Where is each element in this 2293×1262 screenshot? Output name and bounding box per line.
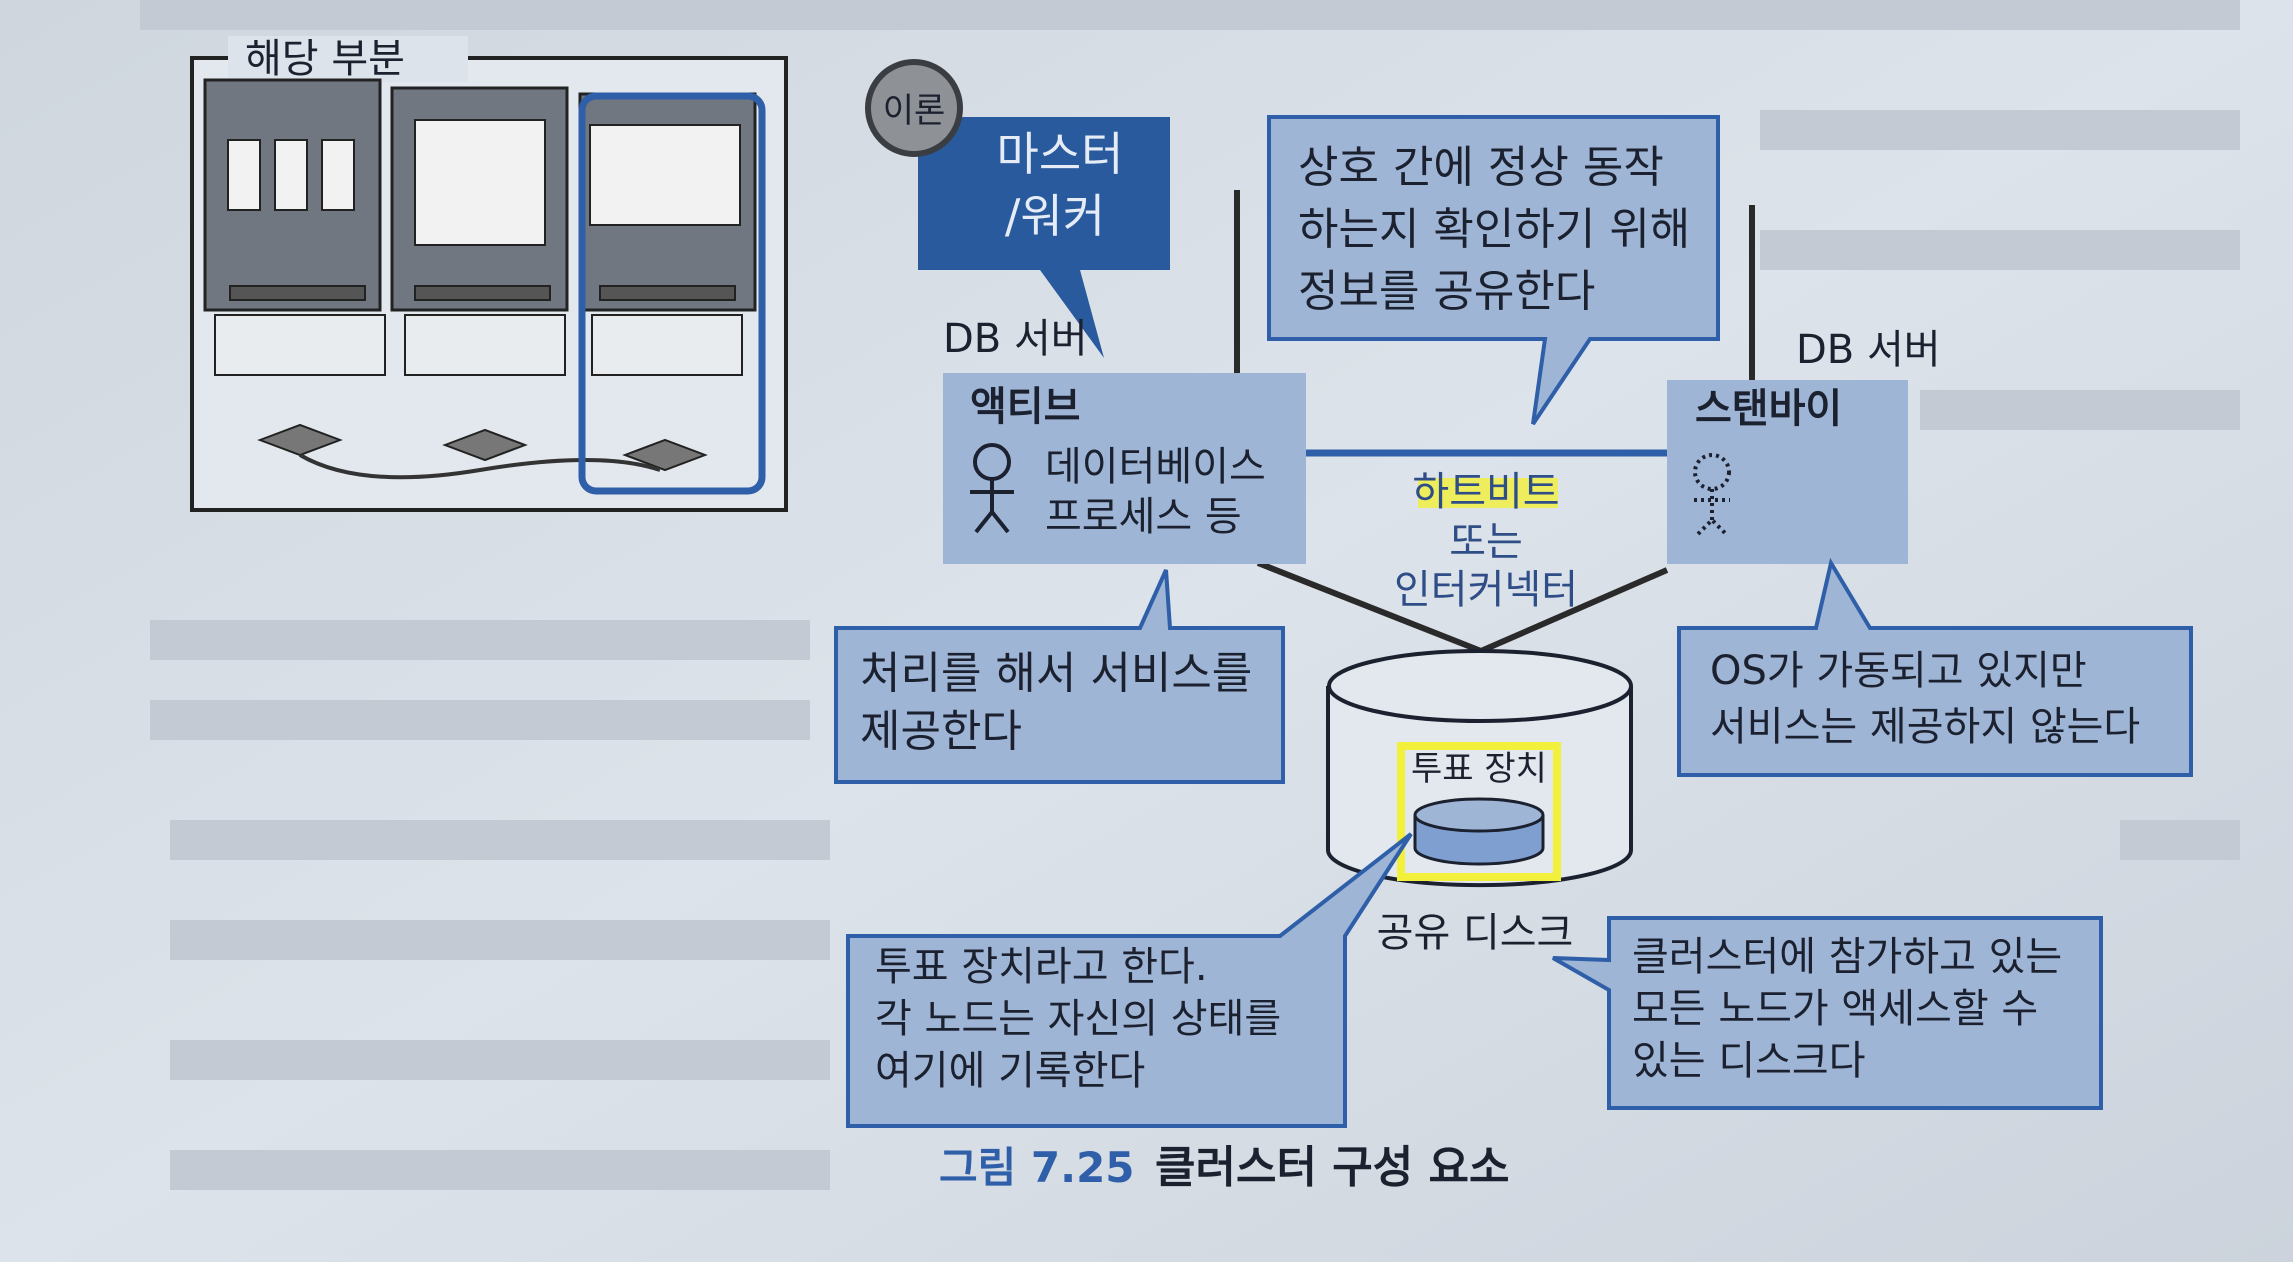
disk-callout-line: 클러스터에 참가하고 있는 [1632, 934, 2062, 980]
person-icon [970, 443, 1014, 534]
figure-title: 클러스터 구성 요소 [1155, 1142, 1509, 1193]
standby-server-label: DB 서버 [1796, 327, 1941, 373]
background-text [140, 0, 2240, 1190]
thumbnail-overview: 해당 부분 [190, 36, 788, 512]
highlight-frame [578, 92, 766, 495]
active-node-line: 프로세스 등 [1045, 494, 1242, 540]
active-callout-line: 제공한다 [860, 706, 1022, 757]
quorum-highlight [1397, 742, 1561, 881]
figure-number: 그림 7.25 [939, 1143, 1135, 1192]
theory-badge [865, 59, 963, 157]
active-callout [834, 569, 1285, 784]
heartbeat-callout-line: 상호 간에 정상 동작 [1298, 142, 1664, 193]
shared-disk-callout [1552, 916, 2103, 1110]
heartbeat-label: 인터커넥터 [1394, 567, 1578, 613]
quorum-label: 투표 장치 [1411, 749, 1547, 789]
heartbeat-label: 또는 [1449, 519, 1523, 565]
shared-disk-label: 공유 디스크 [1377, 910, 1574, 956]
standby-node-box [1667, 380, 1908, 564]
active-node-line: 데이터베이스 [1045, 444, 1266, 490]
master-callout-line: /워커 [1005, 189, 1105, 243]
theory-badge-label: 이론 [883, 91, 946, 131]
active-callout-line: 처리를 해서 서비스를 [860, 648, 1252, 699]
standby-node-title: 스탠바이 [1695, 386, 1842, 432]
heartbeat-callout-line: 하는지 확인하기 위해 [1298, 204, 1690, 255]
master-worker-callout [918, 117, 1170, 358]
active-node-title: 액티브 [970, 384, 1080, 430]
disk-callout-line: 있는 디스크다 [1632, 1038, 1866, 1084]
thumbnail-label: 해당 부분 [245, 36, 405, 82]
quorum-callout [846, 832, 1413, 1128]
heartbeat-callout-line: 정보를 공유한다 [1298, 266, 1595, 317]
disk-callout-line: 모든 노드가 액세스할 수 [1632, 986, 2038, 1032]
heartbeat-label: 하트비트 [1412, 469, 1559, 515]
standby-callout-line: OS가 가동되고 있지만 [1710, 648, 2087, 694]
standby-callout-line: 서비스는 제공하지 않는다 [1710, 704, 2140, 750]
inactive-person-icon [1693, 453, 1731, 536]
active-node-box [943, 373, 1306, 564]
heartbeat-callout [1267, 115, 1720, 426]
quorum-callout-line: 여기에 기록한다 [875, 1048, 1145, 1094]
highlight-mark [1418, 478, 1558, 508]
connector-lines [1234, 190, 1755, 654]
quorum-callout-line: 투표 장치라고 한다. [875, 944, 1208, 990]
master-callout-line: 마스터 [997, 127, 1124, 181]
quorum-callout-line: 각 노드는 자신의 상태를 [875, 996, 1281, 1042]
standby-callout [1677, 557, 2193, 777]
quorum-device-icon [1413, 797, 1545, 866]
active-server-label: DB 서버 [943, 316, 1088, 362]
